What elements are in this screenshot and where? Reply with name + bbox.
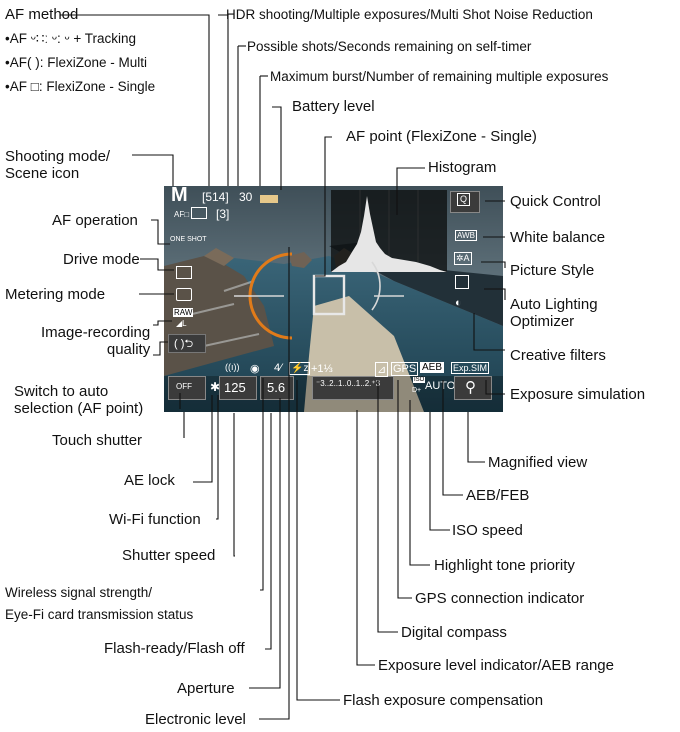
label-battery: Battery level — [292, 98, 375, 115]
label-af-point: AF point (FlexiZone - Single) — [346, 128, 537, 145]
label-quick-control: Quick Control — [510, 193, 601, 210]
label-aeb-feb: AEB/FEB — [466, 487, 529, 504]
label-flash-ready: Flash-ready/Flash off — [104, 640, 245, 657]
label-image-quality: Image-recording quality — [41, 324, 150, 358]
label-wifi: Wi-Fi function — [109, 511, 201, 528]
label-ae-lock: AE lock — [124, 472, 175, 489]
label-compass: Digital compass — [401, 624, 507, 641]
label-white-balance: White balance — [510, 229, 605, 246]
label-gps: GPS connection indicator — [415, 590, 584, 607]
label-exp-level: Exposure level indicator/AEB range — [378, 657, 614, 674]
face-tracking-icon: ᵕ∷ː ᵕ: ᵕ — [27, 31, 73, 46]
label-iso-speed: ISO speed — [452, 522, 523, 539]
label-shots: Possible shots/Seconds remaining on self… — [247, 38, 531, 55]
label-af-operation: AF operation — [52, 212, 138, 229]
label-magnified: Magnified view — [488, 454, 587, 471]
label-wireless-signal: Wireless signal strength/ Eye-Fi card tr… — [5, 582, 193, 626]
label-switch-auto: Switch to auto selection (AF point) — [14, 383, 143, 417]
label-metering: Metering mode — [5, 286, 105, 303]
label-electronic-level: Electronic level — [145, 711, 246, 728]
label-burst: Maximum burst/Number of remaining multip… — [270, 68, 608, 85]
label-shutter-speed: Shutter speed — [122, 547, 215, 564]
label-af-method: AF method — [5, 6, 78, 23]
label-hdr: HDR shooting/Multiple exposures/Multi Sh… — [226, 6, 593, 23]
label-drive-mode: Drive mode — [63, 251, 140, 268]
label-shooting-mode: Shooting mode/ Scene icon — [5, 148, 110, 182]
af-opt1-text: + Tracking — [73, 31, 136, 46]
label-af-opt1: •AF ᵕ∷ː ᵕ: ᵕ + Tracking — [5, 30, 136, 47]
label-af-opt3: •AF □: FlexiZone - Single — [5, 78, 155, 95]
label-highlight: Highlight tone priority — [434, 557, 575, 574]
label-alo: Auto Lighting Optimizer — [510, 296, 598, 330]
label-touch-shutter: Touch shutter — [52, 432, 142, 449]
label-af-opt2: •AF( ): FlexiZone - Multi — [5, 54, 147, 71]
label-exposure-sim: Exposure simulation — [510, 386, 645, 403]
label-flash-comp: Flash exposure compensation — [343, 692, 543, 709]
label-histogram: Histogram — [428, 159, 496, 176]
af-opt1-prefix: •AF — [5, 31, 27, 46]
label-picture-style: Picture Style — [510, 262, 594, 279]
label-aperture: Aperture — [177, 680, 235, 697]
label-creative-filters: Creative filters — [510, 347, 606, 364]
